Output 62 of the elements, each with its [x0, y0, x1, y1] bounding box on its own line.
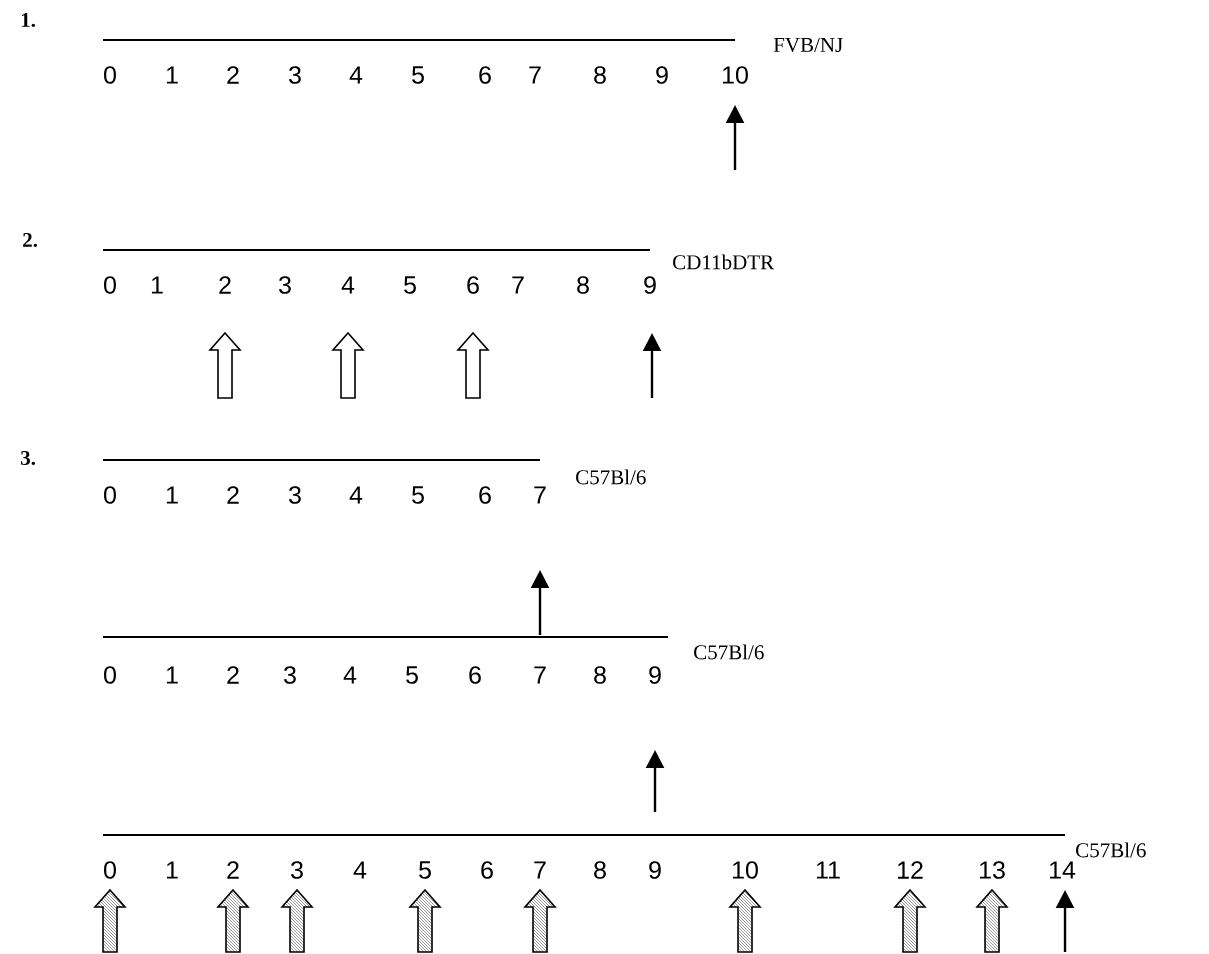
strain-label: CD11bDTR [673, 254, 775, 270]
day-number: 6 [481, 861, 493, 879]
panel-number: 1. [21, 12, 36, 28]
strain-label: C57Bl/6 [1076, 842, 1146, 858]
strain-label: C57Bl/6 [576, 469, 646, 485]
day-number: 3 [289, 486, 301, 504]
day-number: 8 [594, 66, 606, 84]
day-number: 6 [469, 666, 481, 684]
strain-label: C57Bl/6 [694, 644, 764, 660]
day-number: 8 [594, 861, 606, 879]
day-number: 3 [289, 66, 301, 84]
day-number: 5 [412, 66, 424, 84]
day-number: 4 [353, 861, 367, 879]
day-number: 2 [227, 66, 239, 84]
day-number: 3 [279, 276, 291, 294]
day-number: 1 [166, 486, 178, 504]
day-number: 3 [284, 666, 296, 684]
day-number: 4 [349, 66, 363, 84]
day-number: 1 [166, 66, 178, 84]
day-number: 4 [343, 666, 357, 684]
day-number: 10 [733, 861, 758, 879]
day-number: 9 [649, 666, 661, 684]
day-number: 7 [512, 276, 524, 294]
day-number: 0 [104, 276, 116, 294]
day-number: 5 [412, 486, 424, 504]
day-number: 8 [577, 276, 589, 294]
day-number: 1 [151, 276, 163, 294]
day-number: 6 [479, 66, 491, 84]
day-number: 9 [649, 861, 661, 879]
panel-number: 2. [23, 232, 38, 248]
day-number: 8 [594, 666, 606, 684]
day-number: 4 [349, 486, 363, 504]
day-number: 2 [227, 666, 239, 684]
day-number: 0 [104, 861, 116, 879]
day-number: 7 [534, 486, 546, 504]
day-number: 11 [816, 861, 840, 879]
day-number: 2 [227, 486, 239, 504]
day-number: 0 [104, 666, 116, 684]
day-number: 10 [723, 66, 748, 84]
day-number: 14 [1050, 861, 1076, 879]
day-number: 0 [104, 66, 116, 84]
day-number: 6 [467, 276, 479, 294]
day-number: 12 [898, 861, 923, 879]
strain-label: FVB/NJ [773, 37, 843, 53]
day-number: 7 [534, 666, 546, 684]
day-number: 2 [219, 276, 231, 294]
day-number: 13 [980, 861, 1005, 879]
day-number: 5 [419, 861, 431, 879]
day-number: 9 [644, 276, 656, 294]
day-number: 5 [406, 666, 418, 684]
day-number: 1 [166, 861, 178, 879]
day-number: 7 [529, 66, 541, 84]
day-number: 2 [227, 861, 239, 879]
day-number: 9 [656, 66, 668, 84]
day-number: 1 [166, 666, 178, 684]
day-number: 0 [104, 486, 116, 504]
day-number: 3 [291, 861, 303, 879]
day-number: 5 [404, 276, 416, 294]
day-number: 7 [534, 861, 546, 879]
day-number: 4 [341, 276, 355, 294]
day-number: 6 [479, 486, 491, 504]
panel-number: 3. [21, 450, 36, 466]
